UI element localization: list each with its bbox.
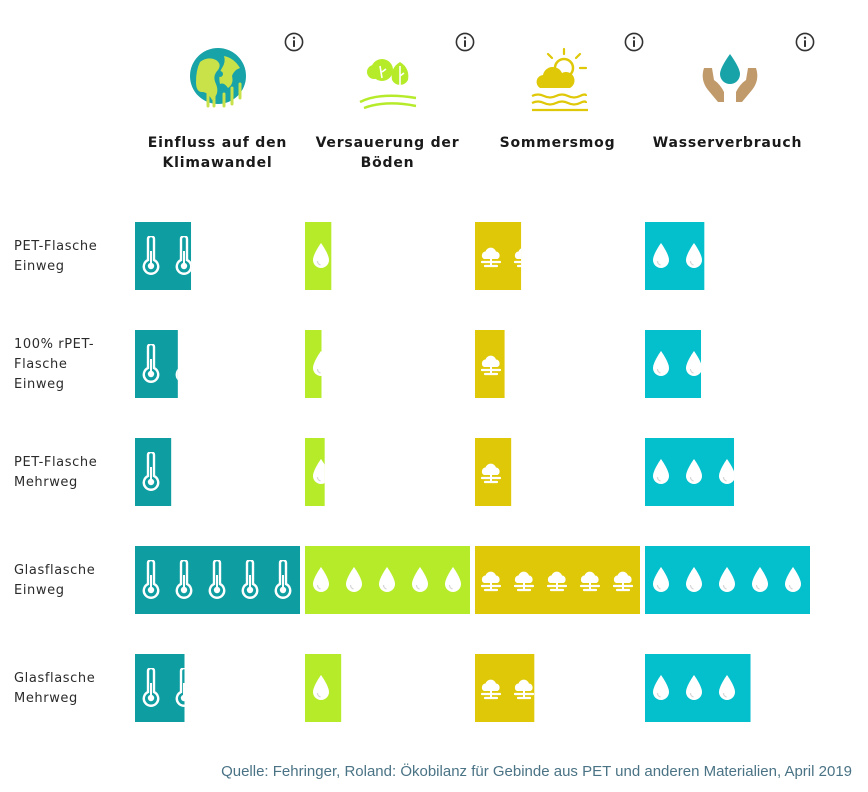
- info-icon[interactable]: [624, 32, 644, 52]
- category-label: Klimawandel: [163, 155, 273, 171]
- bar-group: [305, 546, 470, 614]
- row-label: Einweg: [14, 259, 65, 274]
- info-icon[interactable]: [455, 32, 475, 52]
- row-label: Mehrweg: [14, 691, 78, 706]
- category-label: Versauerung der: [316, 135, 460, 151]
- row-label: Flasche: [14, 357, 67, 372]
- row-label: PET-Flasche: [14, 239, 97, 254]
- row-label: PET-Flasche: [14, 455, 97, 470]
- bar-group: [475, 654, 535, 722]
- bar-group: [475, 438, 533, 506]
- thermometer-icon: [175, 344, 178, 383]
- bar-group: [305, 222, 332, 290]
- bar-group: [135, 222, 192, 290]
- category-label: Sommersmog: [500, 135, 616, 151]
- source-note: Quelle: Fehringer, Roland: Ökobilanz für…: [221, 763, 852, 780]
- info-icon[interactable]: [795, 32, 815, 52]
- hands-drop-icon: [702, 54, 758, 102]
- trees-icon: [359, 59, 417, 110]
- bar-group: [305, 438, 325, 506]
- bar-group: [305, 330, 322, 398]
- bar-group: [645, 330, 702, 398]
- bar: [305, 330, 322, 398]
- drop-icon: [752, 675, 768, 700]
- bar-group: [305, 654, 362, 722]
- bar-group: [135, 438, 191, 506]
- bar-group: [475, 222, 522, 290]
- bar-group: [135, 330, 178, 398]
- smog-cloud-icon: [515, 464, 533, 482]
- bar-group: [645, 438, 735, 506]
- row-label: Einweg: [14, 377, 65, 392]
- drop-icon: [346, 675, 362, 700]
- row-label: 100% rPET-: [14, 337, 94, 352]
- globe-icon: [190, 48, 246, 108]
- bar: [135, 222, 192, 290]
- category-label: Einfluss auf den: [148, 135, 287, 151]
- sun-cloud-icon: [531, 47, 588, 112]
- row-label: Glasflasche: [14, 671, 95, 686]
- bar-group: [645, 654, 768, 722]
- bar: [135, 654, 185, 722]
- bar-group: [135, 654, 185, 722]
- category-label: Wasserverbrauch: [653, 135, 803, 151]
- category-label: Böden: [361, 155, 415, 171]
- thermometer-icon: [177, 452, 191, 490]
- bar-group: [645, 546, 810, 614]
- bar-group: [645, 222, 705, 290]
- info-icon[interactable]: [284, 32, 304, 52]
- bar-group: [135, 546, 300, 614]
- row-label: Einweg: [14, 583, 65, 598]
- row-label: Mehrweg: [14, 475, 78, 490]
- row-label: Glasflasche: [14, 563, 95, 578]
- bar-group: [475, 330, 505, 398]
- bar: [135, 330, 178, 398]
- bar-group: [475, 546, 640, 614]
